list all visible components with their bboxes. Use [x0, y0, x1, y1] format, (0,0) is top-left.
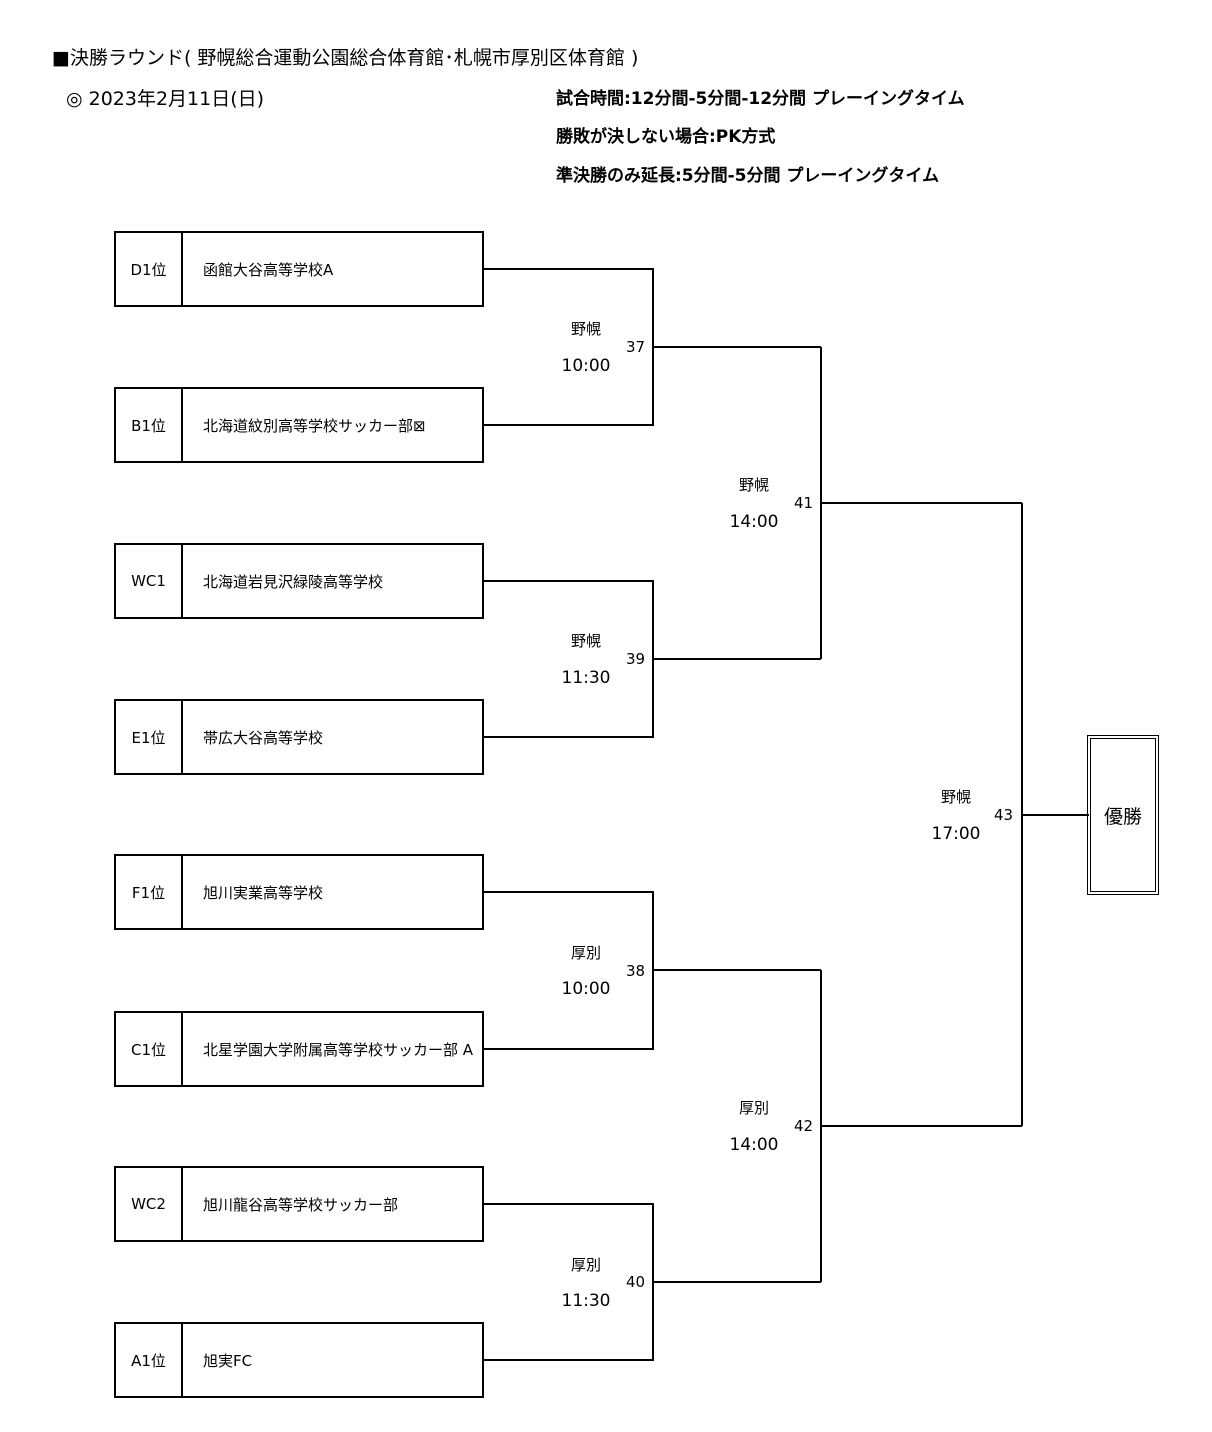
seed-label: E1位 — [116, 701, 183, 773]
team-name: 北星学園大学附属高等学校サッカー部 A — [203, 1040, 474, 1059]
champion-label: 優勝 — [1103, 805, 1142, 828]
match-39-number: 39 — [626, 650, 646, 668]
seed-label: D1位 — [116, 233, 183, 305]
match-41-venue: 野幌 — [738, 476, 769, 494]
team-entry-a1: A1位 旭実FC — [114, 1322, 484, 1398]
match-37-venue: 野幌 — [570, 320, 601, 338]
team-name: 北海道紋別高等学校サッカー部⊠ — [203, 416, 426, 435]
team-name: 函館大谷高等学校A — [203, 260, 334, 279]
match-37-time: 10:00 — [561, 356, 611, 376]
match-37-number: 37 — [626, 338, 646, 356]
page-title: ■決勝ラウンド( 野幌総合運動公園総合体育館･札幌市厚別区体育館 ) — [52, 47, 639, 69]
team-entry-f1: F1位 旭川実業高等学校 — [114, 854, 484, 930]
team-entry-c1: C1位 北星学園大学附属高等学校サッカー部 A — [114, 1011, 484, 1087]
match-39-venue: 野幌 — [570, 632, 601, 650]
match-41-number: 41 — [794, 494, 814, 512]
match-42-time: 14:00 — [729, 1135, 779, 1155]
team-name: 帯広大谷高等学校 — [203, 728, 324, 747]
champion-box: 優勝 — [1087, 735, 1159, 895]
match-40-number: 40 — [626, 1273, 646, 1291]
match-38-time: 10:00 — [561, 979, 611, 999]
team-entry-d1: D1位 函館大谷高等学校A — [114, 231, 484, 307]
seed-label: B1位 — [116, 389, 183, 461]
team-name: 北海道岩見沢緑陵高等学校 — [203, 572, 384, 591]
team-entry-wc2: WC2 旭川龍谷高等学校サッカー部 — [114, 1166, 484, 1242]
match-43-venue: 野幌 — [940, 788, 971, 806]
match-42-number: 42 — [794, 1117, 814, 1135]
match-39-time: 11:30 — [561, 668, 611, 688]
team-entry-b1: B1位 北海道紋別高等学校サッカー部⊠ — [114, 387, 484, 463]
match-42-venue: 厚別 — [738, 1099, 769, 1117]
match-40-venue: 厚別 — [570, 1256, 601, 1274]
match-40-time: 11:30 — [561, 1291, 611, 1311]
rule-extra-time: 準決勝のみ延長:5分間-5分間 プレーイングタイム — [556, 166, 940, 186]
team-entry-wc1: WC1 北海道岩見沢緑陵高等学校 — [114, 543, 484, 619]
team-name: 旭川龍谷高等学校サッカー部 — [203, 1195, 399, 1214]
event-date: ◎ 2023年2月11日(日) — [66, 88, 265, 110]
team-name: 旭実FC — [203, 1351, 253, 1370]
match-41-time: 14:00 — [729, 512, 779, 532]
seed-label: C1位 — [116, 1013, 183, 1085]
seed-label: WC2 — [116, 1168, 183, 1240]
seed-label: A1位 — [116, 1324, 183, 1396]
seed-label: F1位 — [116, 856, 183, 928]
match-38-venue: 厚別 — [570, 944, 601, 962]
rule-tiebreak: 勝敗が決しない場合:PK方式 — [556, 127, 776, 147]
match-43-time: 17:00 — [931, 824, 981, 844]
match-43-number: 43 — [994, 806, 1014, 824]
seed-label: WC1 — [116, 545, 183, 617]
match-38-number: 38 — [626, 962, 646, 980]
team-entry-e1: E1位 帯広大谷高等学校 — [114, 699, 484, 775]
rule-match-time: 試合時間:12分間-5分間-12分間 プレーイングタイム — [556, 89, 965, 109]
team-name: 旭川実業高等学校 — [203, 883, 324, 902]
